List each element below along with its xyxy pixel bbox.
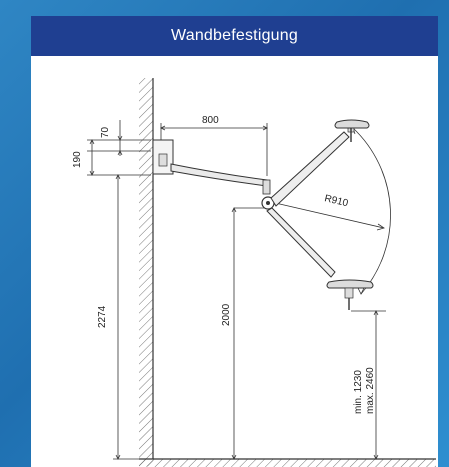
dimension-mount-height	[113, 174, 139, 460]
spring-arm-upper	[270, 131, 350, 207]
dimension-arm-length	[160, 123, 268, 176]
dimension-pivot-height	[231, 207, 271, 460]
dim-label-mount-height: 2274	[97, 305, 108, 328]
page-title: Wandbefestigung	[31, 16, 438, 56]
lamp-head-lower	[326, 279, 374, 310]
dim-label-light-min: min. 1230	[353, 370, 364, 414]
floor-hatching	[139, 459, 436, 467]
dim-label-bracket-height: 190	[72, 151, 83, 168]
horizontal-arm	[170, 163, 268, 187]
dimension-radius	[270, 127, 391, 295]
dim-label-light-max: max. 2460	[365, 367, 376, 414]
spring-arm-lower	[266, 207, 336, 278]
dimension-light-height	[351, 310, 386, 460]
dimension-bracket	[87, 120, 151, 176]
technical-drawing: 800 190 70 2274 2	[72, 78, 436, 467]
wall-bracket	[152, 139, 174, 175]
lamp-head-upper	[334, 119, 370, 142]
dim-label-bracket-offset: 70	[100, 126, 111, 138]
wall-hatching	[139, 78, 153, 466]
arm-joint	[262, 179, 271, 195]
dim-label-arm-length: 800	[202, 115, 219, 126]
dim-label-pivot-height: 2000	[221, 303, 232, 326]
diagram-panel: Wandbefestigung 800	[31, 16, 438, 467]
dim-label-radius: R910	[323, 193, 349, 209]
